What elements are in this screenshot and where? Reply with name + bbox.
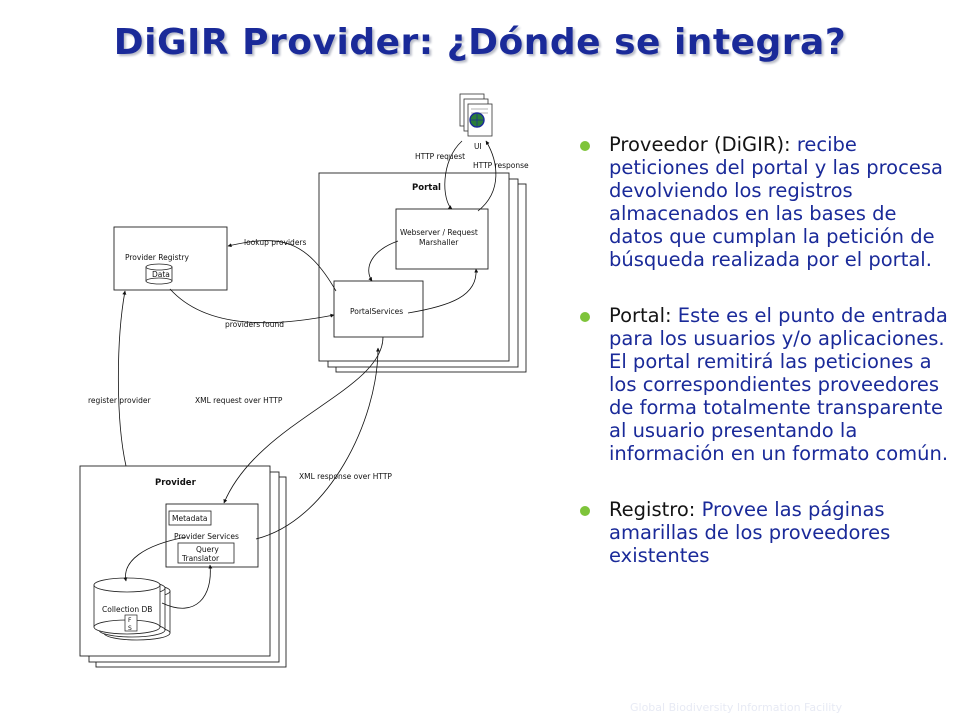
fs-label-s: S xyxy=(128,625,132,632)
query-translator-box xyxy=(177,542,235,564)
ui-label: UI xyxy=(474,142,482,151)
bullet-text: recibe peticiones del portal y las proce… xyxy=(609,133,943,271)
http-request-label: HTTP request xyxy=(415,152,465,161)
provider-label: Provider xyxy=(155,478,197,488)
metadata-box xyxy=(168,510,212,526)
query-translator-label-2: Translator xyxy=(181,554,220,563)
webserver-box xyxy=(395,208,489,270)
bullet-dot xyxy=(580,312,590,322)
slide-title: DiGIR Provider: ¿Dónde se integra? xyxy=(113,22,847,63)
register-provider-label: register provider xyxy=(88,396,151,405)
metadata-label: Metadata xyxy=(172,514,208,523)
portal-box xyxy=(318,172,527,373)
bullet-list: Proveedor (DiGIR): recibe peticiones del… xyxy=(578,133,950,600)
portal-services-box xyxy=(333,280,424,338)
query-translator-label-1: Query xyxy=(196,545,219,554)
collection-db-label: Collection DB xyxy=(102,605,152,614)
bullet-registro: Registro: Provee las páginas amarillas d… xyxy=(578,498,950,567)
footer-text: Global Biodiversity Information Facility xyxy=(630,701,843,714)
providers-found-label: providers found xyxy=(225,320,284,329)
http-response-label: HTTP response xyxy=(473,161,529,170)
bullet-term: Portal: xyxy=(609,304,672,327)
lookup-providers-label: lookup providers xyxy=(244,238,307,247)
bullet-dot xyxy=(580,506,590,516)
webserver-label-1: Webserver / Request xyxy=(400,228,478,237)
bullet-portal: Portal: Este es el punto de entrada para… xyxy=(578,304,950,465)
fs-label-f: F xyxy=(128,617,132,624)
portal-label: Portal xyxy=(412,183,441,193)
provider-registry-label: Provider Registry xyxy=(125,253,190,262)
bullet-text: Provee las páginas amarillas de los prov… xyxy=(609,498,891,567)
bullet-term: Proveedor (DiGIR): xyxy=(609,133,791,156)
fs-box xyxy=(124,614,138,632)
bullet-term: Registro: xyxy=(609,498,696,521)
portal-services-label: PortalServices xyxy=(350,307,403,316)
ui-document-icon xyxy=(459,93,493,137)
data-label: Data xyxy=(152,270,170,279)
architecture-diagram: UI HTTP request HTTP response Portal Web… xyxy=(78,91,535,669)
connector-arrows xyxy=(117,140,497,609)
xml-request-label: XML request over HTTP xyxy=(195,396,283,405)
bullet-text: Este es el punto de entrada para los usu… xyxy=(609,304,949,465)
bullet-dot xyxy=(580,141,590,151)
xml-response-label: XML response over HTTP xyxy=(299,472,392,481)
webserver-label-2: Marshaller xyxy=(419,238,459,247)
provider-services-label: Provider Services xyxy=(174,532,239,541)
bullet-proveedor: Proveedor (DiGIR): recibe peticiones del… xyxy=(578,133,950,271)
data-cylinder xyxy=(145,263,173,285)
